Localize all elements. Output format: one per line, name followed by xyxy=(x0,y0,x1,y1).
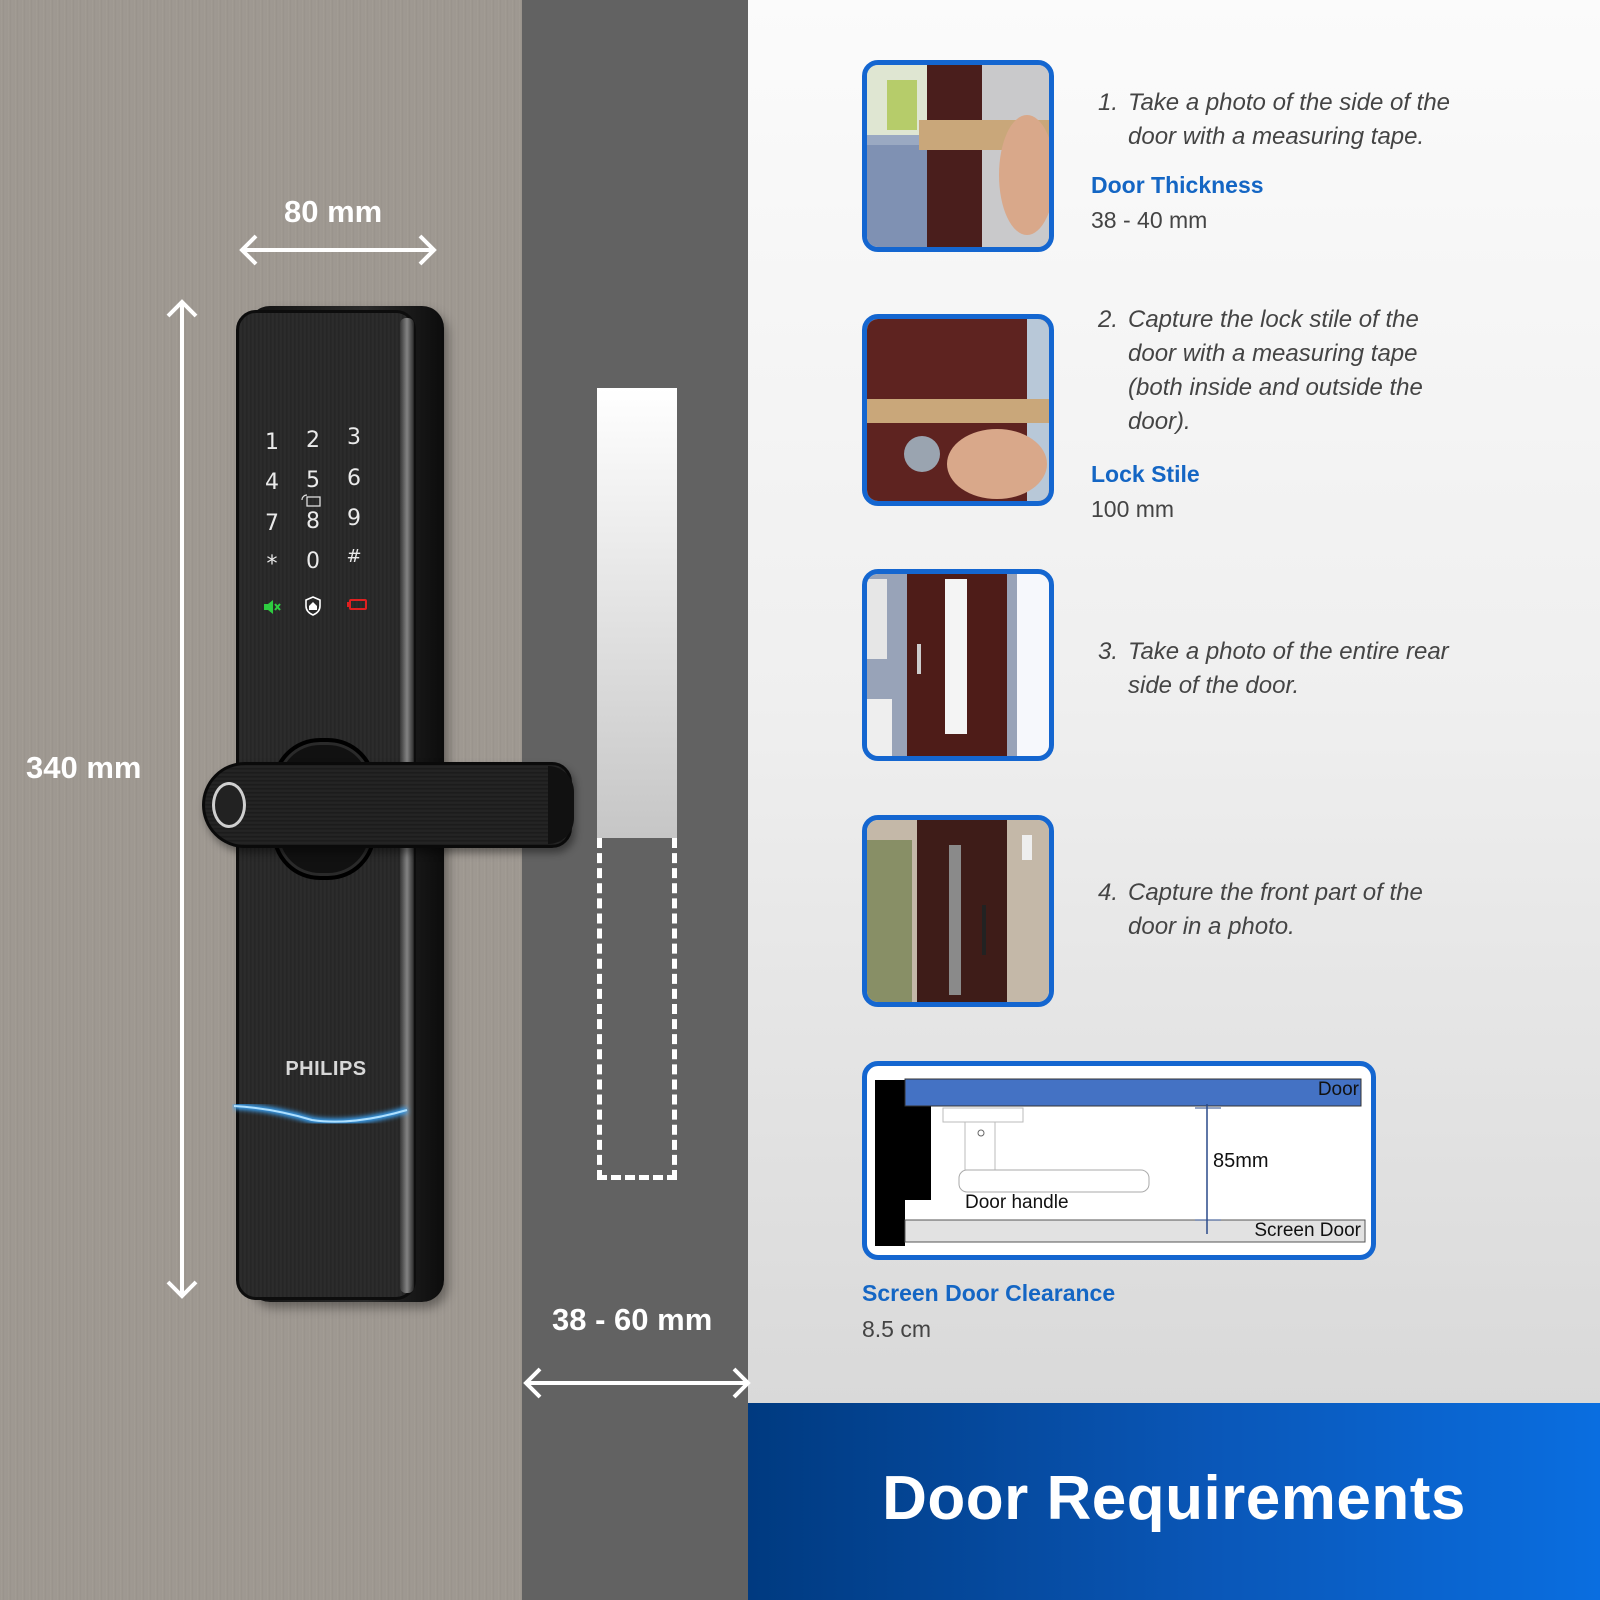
step-3-text: 3.Take a photo of the entire rear side o… xyxy=(1098,638,1449,699)
lock-stile-value: 100 mm xyxy=(1091,496,1175,522)
nfc-card-icon xyxy=(301,494,321,507)
step-2-text: 2.Capture the lock stile of the door wit… xyxy=(1098,306,1423,435)
key-7[interactable]: 7 xyxy=(265,511,279,536)
status-light-glow xyxy=(233,1103,408,1125)
thickness-dimension-label: 38 - 60 mm xyxy=(552,1302,713,1337)
key-8[interactable]: 8 xyxy=(306,509,320,534)
home-shield-icon xyxy=(305,596,321,616)
door-section-dashed xyxy=(597,838,677,1180)
key-0[interactable]: 0 xyxy=(306,549,320,574)
door-side-measure-image xyxy=(867,65,1049,247)
door-thickness-value: 38 - 40 mm xyxy=(1091,207,1208,233)
distance-label: 85mm xyxy=(1213,1150,1269,1172)
step-4-text: 4.Capture the front part of the door in … xyxy=(1098,879,1423,940)
key-4[interactable]: 4 xyxy=(265,470,279,495)
lock-stile-label: Lock Stile xyxy=(1091,461,1200,487)
key-2[interactable]: 2 xyxy=(306,428,320,453)
screen-door-label: Screen Door xyxy=(1254,1220,1361,1241)
key-3[interactable]: 3 xyxy=(347,425,361,450)
screen-door-clearance-diagram: Door 85mm Door handle Screen Door xyxy=(862,1061,1376,1260)
door-handle-label: Door handle xyxy=(965,1192,1069,1213)
key-1[interactable]: 1 xyxy=(265,430,279,455)
step-3-photo xyxy=(862,569,1054,761)
width-arrow-icon xyxy=(239,234,437,266)
rear-door-image xyxy=(867,574,1049,756)
key-9[interactable]: 9 xyxy=(347,506,361,531)
brand-logo: PHILIPS xyxy=(285,1058,367,1080)
key-star[interactable]: * xyxy=(266,552,278,577)
step-4-photo xyxy=(862,815,1054,1007)
fingerprint-sensor-icon[interactable] xyxy=(212,782,246,828)
width-dimension-label: 80 mm xyxy=(284,194,383,229)
thickness-arrow-icon xyxy=(523,1367,751,1399)
key-5[interactable]: 5 xyxy=(306,468,320,493)
mute-icon xyxy=(264,600,281,614)
screen-door-clearance-value: 8.5 cm xyxy=(862,1316,932,1342)
page-title: Door Requirements xyxy=(882,1464,1466,1533)
screen-door-clearance-label: Screen Door Clearance xyxy=(862,1280,1116,1306)
step-1-photo xyxy=(862,60,1054,252)
lever-tip xyxy=(548,766,574,844)
door-section-solid xyxy=(597,388,677,838)
clearance-diagram-graphic xyxy=(875,1078,1366,1246)
door-thickness-label: Door Thickness xyxy=(1091,172,1264,198)
door-lever-handle[interactable] xyxy=(202,762,572,848)
title-banner: Door Requirements xyxy=(748,1403,1600,1600)
height-arrow-icon xyxy=(166,299,198,1299)
step-2-photo xyxy=(862,314,1054,506)
door-label: Door xyxy=(1317,1079,1359,1100)
step-1-text: 1.Take a photo of the side of the door w… xyxy=(1098,89,1451,150)
key-hash[interactable]: # xyxy=(346,546,362,567)
key-6[interactable]: 6 xyxy=(347,466,361,491)
low-battery-icon xyxy=(347,599,367,610)
lock-stile-measure-image xyxy=(867,319,1049,501)
height-dimension-label: 340 mm xyxy=(26,750,142,785)
front-door-image xyxy=(867,820,1049,1002)
